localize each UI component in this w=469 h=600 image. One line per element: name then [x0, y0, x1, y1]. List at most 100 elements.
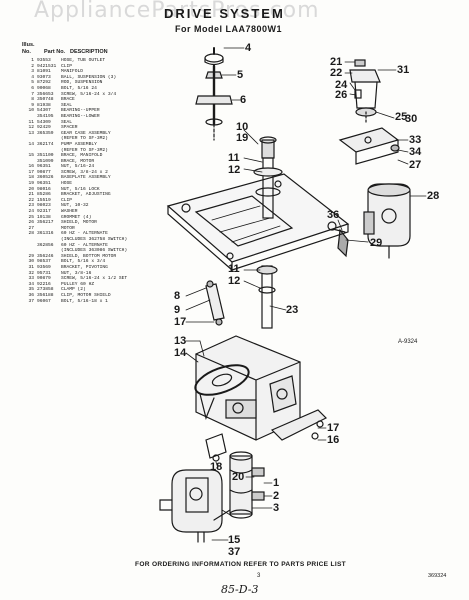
callout-22: 22	[330, 67, 343, 79]
part-description: BOLT, 5/16 24	[61, 85, 97, 91]
page-title: DRIVE SYSTEM	[164, 6, 285, 21]
watermark: AppliancePartsPros.com	[34, 0, 320, 23]
callout-11b: 11	[228, 263, 240, 275]
part-number: 96351	[37, 164, 51, 170]
part-description: SPACER	[61, 125, 78, 131]
part-description: PULLEY 60 HZ	[61, 281, 95, 287]
part-description: MANIFOLD	[61, 69, 84, 75]
illus-number: 33	[28, 276, 34, 282]
illus-number: 32	[28, 270, 34, 276]
callout-18: 18	[210, 461, 223, 473]
callout-16: 16	[327, 434, 340, 446]
callout-34: 34	[409, 146, 422, 158]
callout-6: 6	[240, 94, 247, 106]
illus-number: 4	[31, 74, 34, 80]
part-number: 92429	[37, 125, 51, 131]
ordering-info-footer: FOR ORDERING INFORMATION REFER TO PARTS …	[135, 561, 346, 568]
part-number: 350748	[37, 97, 54, 103]
callout-24: 24	[335, 79, 348, 91]
part-description: GEAR CASE ASSEMBLY	[61, 130, 111, 136]
part-description: BEARING--UPPER	[61, 108, 100, 114]
illus-number: 22	[28, 197, 34, 203]
illus-number: 1	[31, 58, 34, 63]
callout-19: 19	[236, 132, 249, 144]
part-number: 81091	[37, 69, 51, 75]
part-description: NUT, 3/8-16	[61, 270, 92, 276]
illus-number: 31	[28, 264, 34, 270]
part-number: 98016	[37, 186, 51, 192]
illus-number: 6	[31, 85, 34, 91]
callout-12a: 12	[228, 164, 241, 176]
part-number: 361316	[37, 231, 54, 237]
part-description: HOSE	[61, 181, 73, 187]
figure-id: A-9324	[398, 339, 418, 345]
part-number: 93569	[37, 264, 51, 270]
part-description: HOSE, TUB OUTLET	[61, 58, 106, 63]
illus-number: 18	[28, 175, 34, 181]
illus-number: 37	[28, 298, 34, 304]
callout-36: 36	[327, 209, 340, 221]
part-number: 54309	[37, 119, 51, 125]
callout-21: 21	[330, 56, 343, 68]
callout-37: 37	[228, 546, 241, 558]
parts-list-row: (REFER TO SF-3M2)	[22, 136, 172, 142]
part-description: BOLT, 5/16 x 3/4	[61, 259, 106, 265]
callout-13: 13	[174, 335, 187, 347]
part-description: (INCLUDES 362758 SWITCH)	[61, 237, 128, 242]
parts-list-row: 354195 BEARING--LOWER	[22, 114, 172, 120]
part-description: (REFER TO SF-3M2)	[61, 136, 108, 142]
part-number: 96067	[37, 298, 51, 304]
callout-3: 3	[273, 502, 280, 514]
baseplate-part	[166, 173, 350, 263]
part-number: 92317	[37, 209, 51, 215]
part-description: (INCLUDES 363086 SWITCH)	[61, 248, 128, 254]
illus-number: 34	[28, 281, 34, 287]
part-description: SCREW, 3/8-24 x 2	[61, 169, 108, 175]
illus-number: 29	[28, 253, 34, 259]
part-description: 60 HZ - ALTERNATE	[61, 242, 108, 248]
part-description: BRACKET, ADJUSTING	[61, 192, 111, 198]
part-number: 90877	[37, 169, 51, 175]
part-number: 9421531	[37, 63, 57, 69]
page-number: 3	[257, 573, 261, 579]
part-number: 351099	[37, 158, 54, 164]
illus-number: 14	[28, 141, 34, 147]
part-description: BRACE, MOTOR	[61, 158, 95, 164]
part-description: (REFER TO SF-3M2)	[61, 147, 108, 153]
part-number: 93553	[37, 58, 51, 63]
part-description: BEARING--LOWER	[61, 113, 100, 119]
header-description: DESCRIPTION	[70, 49, 108, 55]
parts-list-row: (REFER TO SF-3M2)	[22, 148, 172, 154]
callout-11a: 11	[228, 152, 240, 164]
part-number: 354195	[37, 113, 54, 119]
callout-30: 30	[405, 113, 418, 125]
callout-33: 33	[409, 134, 422, 146]
document-code: 369324	[428, 573, 447, 579]
illus-number: 15	[28, 153, 34, 159]
part-number: 19138	[37, 214, 51, 220]
callout-10: 10	[236, 121, 249, 133]
part-description: BRACE	[61, 97, 75, 103]
illus-number: 13	[28, 130, 34, 136]
part-description: ROD, SUSPENSION	[61, 80, 103, 86]
part-number: 365359	[37, 130, 54, 136]
illus-number: 26	[28, 220, 34, 226]
